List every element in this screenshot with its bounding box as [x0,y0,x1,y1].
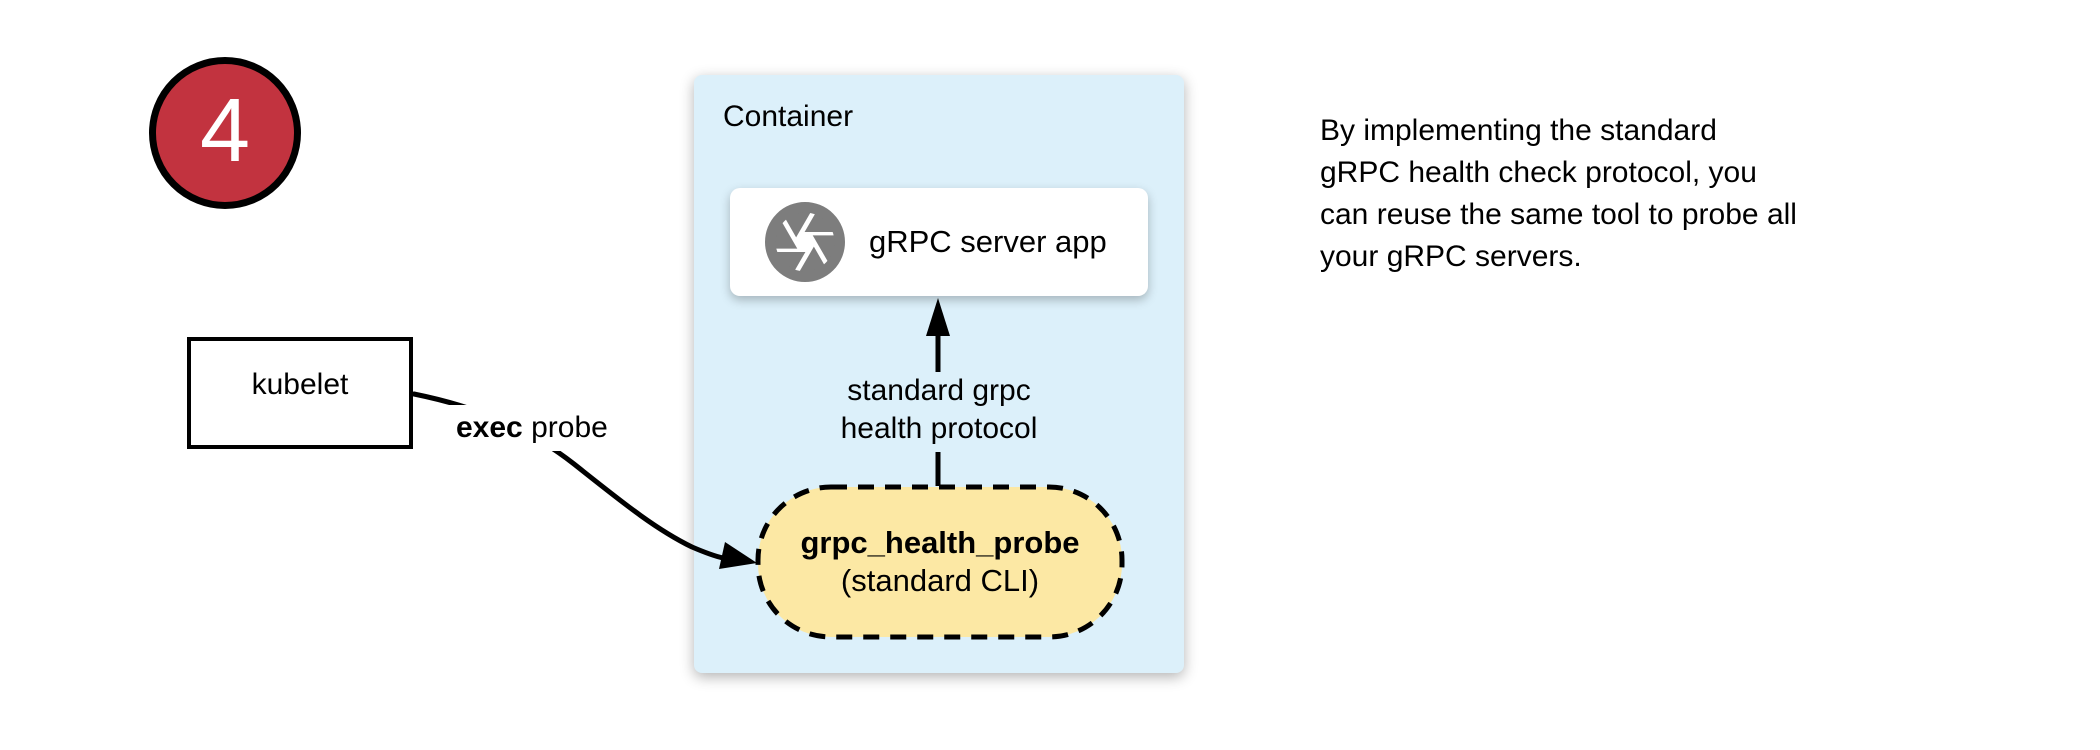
health-protocol-label-line2: health protocol [840,412,1038,445]
grpc-server-app-node: gRPC server app [730,188,1148,296]
step-number-badge: 4 [149,57,301,209]
exec-probe-label-bold: exec [456,411,523,444]
aperture-icon [765,202,845,282]
kubelet-node: kubelet [187,337,413,449]
grpc-server-app-label: gRPC server app [869,224,1107,259]
side-note-line2: gRPC health check protocol, you [1320,156,1757,189]
exec-probe-label: exec probe [448,405,616,451]
health-protocol-label-line1: standard grpc [847,374,1031,407]
side-note-line4: your gRPC servers. [1320,240,1582,273]
kubelet-label: kubelet [251,368,349,401]
grpc-health-probe-subtitle: (standard CLI) [840,563,1040,598]
side-note-line1: By implementing the standard [1320,114,1717,147]
grpc-health-probe-node: grpc_health_probe (standard CLI) [758,487,1122,637]
side-note-line3: can reuse the same tool to probe all [1320,198,1797,231]
grpc-health-probe-name: grpc_health_probe [800,525,1080,560]
container-group: Container gRPC server app standard grpc … [694,75,1184,673]
step-number: 4 [199,81,251,181]
side-note: By implementing the standard gRPC health… [1320,110,1890,278]
health-protocol-label: standard grpc health protocol [779,372,1099,448]
exec-probe-label-regular: probe [522,411,608,444]
container-title: Container [723,100,854,133]
